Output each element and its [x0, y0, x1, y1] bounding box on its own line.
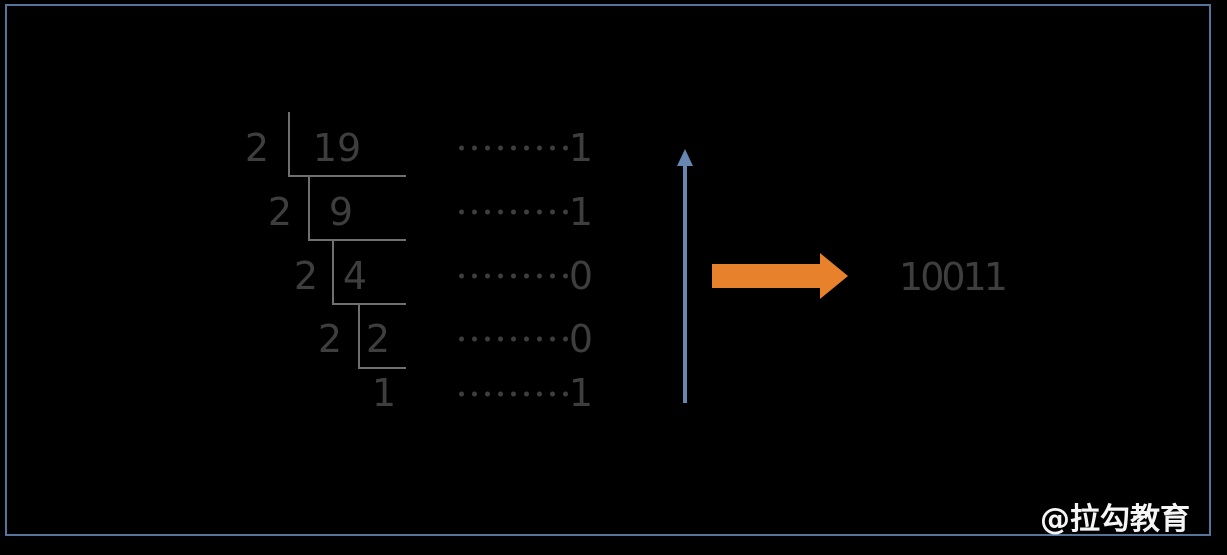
- division-bar: [332, 240, 334, 303]
- division-line: [358, 367, 406, 369]
- divisor: 2: [267, 190, 293, 234]
- remainder: 0: [568, 254, 594, 298]
- division-bar: [288, 112, 290, 175]
- dotted-leader: [455, 391, 569, 397]
- dividend: 19: [312, 126, 362, 170]
- division-line: [308, 239, 406, 241]
- binary-result: 10011: [899, 255, 1008, 299]
- up-arrow-head: [677, 149, 693, 166]
- quotient: 4: [342, 254, 368, 298]
- right-arrow-shaft: [712, 264, 820, 288]
- dotted-leader: [455, 336, 569, 342]
- divisor: 2: [244, 126, 270, 170]
- dotted-leader: [455, 145, 569, 151]
- division-bar: [358, 305, 360, 367]
- remainder: 1: [568, 190, 594, 234]
- dotted-leader: [455, 209, 569, 215]
- divisor: 2: [293, 254, 319, 298]
- watermark: @拉勾教育: [1040, 502, 1190, 537]
- dotted-leader: [455, 273, 569, 279]
- border-frame: [5, 4, 1211, 536]
- division-line: [288, 175, 406, 177]
- remainder: 1: [568, 126, 594, 170]
- remainder: 1: [568, 371, 594, 415]
- final-quotient: 1: [371, 371, 397, 415]
- divisor: 2: [317, 317, 343, 361]
- up-arrow-shaft: [683, 165, 687, 403]
- remainder: 0: [568, 317, 594, 361]
- division-line: [332, 303, 406, 305]
- quotient: 2: [365, 317, 391, 361]
- division-bar: [308, 177, 310, 239]
- right-arrow-head: [820, 253, 848, 299]
- quotient: 9: [328, 190, 354, 234]
